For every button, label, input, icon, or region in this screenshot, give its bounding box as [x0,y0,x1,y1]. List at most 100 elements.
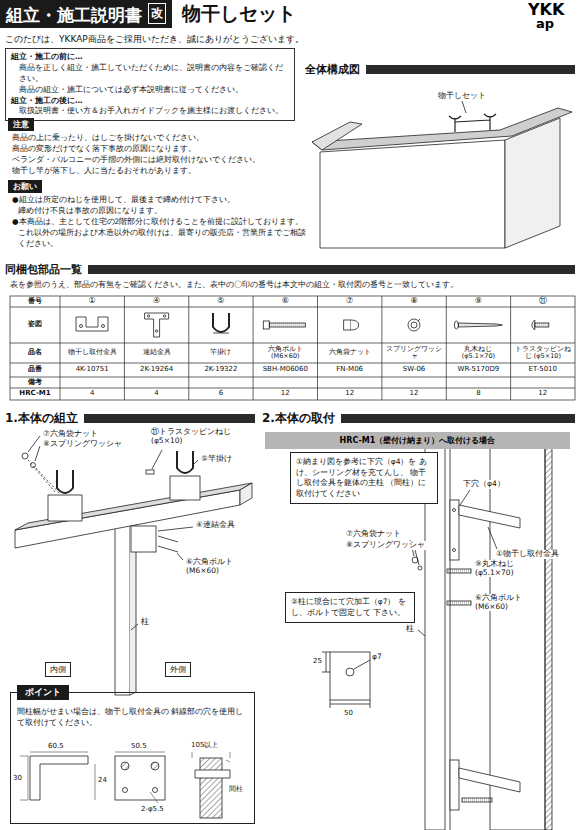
callout-label: ⑧スプリングワッシャ [42,440,123,449]
node-text: 外側 [170,664,186,675]
node-text: 1.本体の組立 [5,410,78,427]
point-box: ポイント間柱幅がせまい場合は、物干し取付金具の 斜線部の穴を使用して取付けてくだ… [10,692,255,824]
callout-label: ④連結金具 [195,521,236,530]
table-cell: ① [60,296,124,307]
notice-box: 組立・施工の前に…商品を正しく組立・施工していただくために、説明書の内容をご確認… [5,48,295,121]
brand-logo: ap [536,17,554,32]
table-cell: 物干し取付金具 [60,343,124,363]
heading-bar [366,65,575,74]
callout-label: ⑥六角ボルト (M6×60) [185,558,253,575]
node-text: 内側 [50,664,66,675]
table-cell: ⑧ [382,296,446,307]
instruction-box: ①納まり図を参考に下穴（φ4）を あけ、シーリング材を充てんし、 物干し取付金具… [290,452,438,504]
dimension-label: 2-φ5.5 [140,805,165,813]
heading-bar [84,414,255,423]
callout-label: 下穴（φ4） [462,480,506,489]
note-text: ベランダ・バルコニーの手摺の外側には絶対取付けないでください。 [12,156,260,165]
node-text: 改 [151,5,163,22]
table-cell: トラスタッピンねじ (φ5×10) [511,343,575,363]
case-heading: HRC-M1（壁付け納まり）へ取付ける場合 [265,432,570,449]
revision-mark: 改 [148,3,166,24]
note-text: 表を参照のうえ、部品の有無をご確認ください。また、表中の〇印の番号は本文中の組立… [10,280,458,289]
table-cell: 12 [382,388,446,400]
note-text: 物干し竿が落下し、人に当たるおそれがあります。 [12,167,196,176]
node-text: 間柱幅がせまい場合は、物干し取付金具の 斜線部の穴を使用して取付けてください。 [17,707,248,728]
table-cell: 4K-10751 [60,363,124,377]
table-cell: 姿図 [10,307,60,343]
dimension-label: 25 [312,657,323,665]
table-cell: 品番 [10,363,60,377]
table-cell: 12 [511,388,575,400]
dimension-label: 50.5 [130,742,148,750]
table-cell: 6 [189,388,253,400]
note-text: 締め付け不良は事故の原因になります。 [18,207,162,216]
table-cell: SBH-M06060 [253,363,317,377]
note-text: ください。 [18,240,58,249]
node-text: ②柱に現合にて穴加工（φ7） をし、ボルトで固定して 下さい。 [291,597,409,618]
dimension-label: φ7 [371,653,383,662]
balcony-illustration [312,101,572,248]
side-label-box: 内側 [45,662,71,677]
point-tag: ポイント [17,685,69,700]
callout-label: 柱 [405,624,415,633]
table-cell: ④ [124,296,188,307]
table-cell: 六角袋ナット [318,343,382,363]
section-heading: 2.本体の取付 [262,410,575,427]
note-text: 商品の上に乗ったり、はしごを掛けないでください。 [12,134,204,143]
node-text: 商品を正しく組立・施工していただくために、説明書の内容をご確認ください。 [11,63,289,85]
table-cell: FN-M06 [318,363,382,377]
table-cell: 竿掛け [189,343,253,363]
table-cell: 番号 [10,296,60,307]
table-cell: HRC-M1 [10,388,60,400]
table-cell: ⑪ [511,296,575,307]
callout-label: ⑪トラスタッピンねじ (φ5×10) [150,428,232,445]
table-cell: 備考 [10,377,60,388]
node-text: 注意 [13,119,29,130]
table-cell: 8 [446,388,510,400]
point-illustration [20,752,230,818]
section-tag: お願い [8,180,42,193]
side-label-box: 外側 [165,662,191,677]
callout-label: ⑨丸木ねじ (φ5.1×70) [474,560,542,577]
node-text: 組立・施工の後に… [11,96,289,107]
heading-bar [341,414,575,423]
note-text: このたびは、YKKAP商品をご採用いただき、誠にありがとうございます。 [5,34,304,44]
section-tag: 注意 [8,118,34,131]
table-cell: 12 [318,388,382,400]
table-cell: スプリングワッシャ [382,343,446,363]
table-cell: 4 [60,388,124,400]
part-icons [76,313,549,337]
table-cell: ET-5010 [511,363,575,377]
note-text: ●組立は所定のねじを使用して、最後まで締め付けて下さい。 [12,196,235,205]
dimension-label: 24 [97,776,108,784]
callout-label: ①物干し取付金具 [495,550,560,559]
callout-label: 柱 [140,617,150,626]
table-cell: 六角ボルト (M6×60) [253,343,317,363]
document-title-box: 組立・施工説明書改 [0,0,172,28]
table-cell: 2K-19264 [124,363,188,377]
note-text: 商品の変形だけでなく落下事故の原因になります。 [12,145,196,154]
callout-label: ⑦六角袋ナット [345,530,402,539]
table-cell: ⑨ [446,296,510,307]
section-heading: 1.本体の組立 [5,410,255,427]
instruction-box: ②柱に現合にて穴加工（φ7） をし、ボルトで固定して 下さい。 [285,592,415,623]
callout-label: ⑧スプリングワッシャ [345,541,426,550]
table-cell: 丸木ねじ (φ5.1×70) [446,343,510,363]
callout-label: ⑤竿掛け [200,455,233,464]
node-text: 2.本体の取付 [262,410,335,427]
node-text: ①納まり図を参考に下穴（φ4）を あけ、シーリング材を充てんし、 物干し取付金具… [296,457,432,499]
dimension-label: 105以上 [190,741,219,749]
table-cell: ⑤ [189,296,253,307]
callout-label: ⑦六角袋ナット [42,430,99,439]
note-text: ●本商品は、主として住宅の2階部分に取付けることを前提に設計しております。 [12,218,303,227]
table-cell: 品名 [10,343,60,363]
table-cell: 2K-19322 [189,363,253,377]
node-text: 組立・施工説明書 [6,4,166,27]
heading-bar [88,265,575,274]
table-cell: 12 [253,388,317,400]
table-cell: SW-06 [382,363,446,377]
dimension-label: 50 [343,709,354,717]
dimension-label: 60.5 [47,742,65,750]
node-text: HRC-M1（壁付け納まり）へ取付ける場合 [269,435,566,446]
